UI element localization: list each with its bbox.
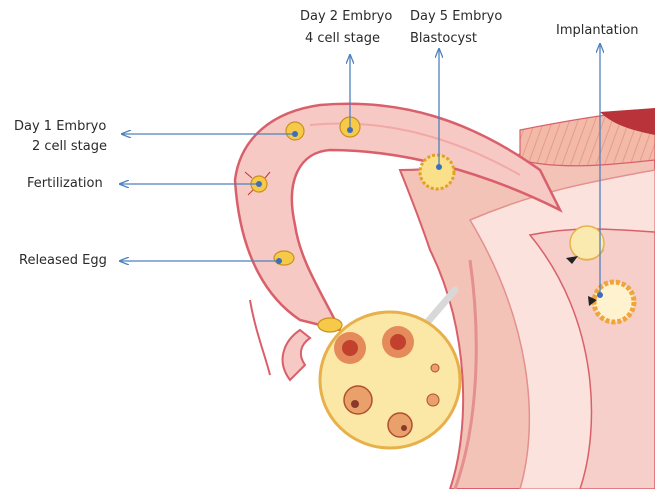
day2-label-line2: 4 cell stage bbox=[305, 31, 380, 46]
leader-arrows bbox=[120, 44, 600, 295]
ovary bbox=[317, 310, 462, 450]
day5-label-line1: Day 5 Embryo bbox=[410, 9, 503, 24]
day5-label-line2: Blastocyst bbox=[410, 31, 478, 46]
day1-label-line1: Day 1 Embryo bbox=[14, 119, 107, 134]
ovarian-ligament bbox=[421, 286, 459, 329]
day5-blastocyst bbox=[418, 153, 456, 191]
implantation-label: Implantation bbox=[556, 23, 639, 38]
implantation-embryo bbox=[566, 225, 637, 325]
fertilization-label: Fertilization bbox=[27, 176, 103, 191]
day2-label-line1: Day 2 Embryo bbox=[300, 9, 393, 24]
arrow-origin-dots bbox=[256, 127, 603, 298]
released-egg-label: Released Egg bbox=[19, 253, 107, 268]
day1-label-line2: 2 cell stage bbox=[32, 139, 107, 154]
